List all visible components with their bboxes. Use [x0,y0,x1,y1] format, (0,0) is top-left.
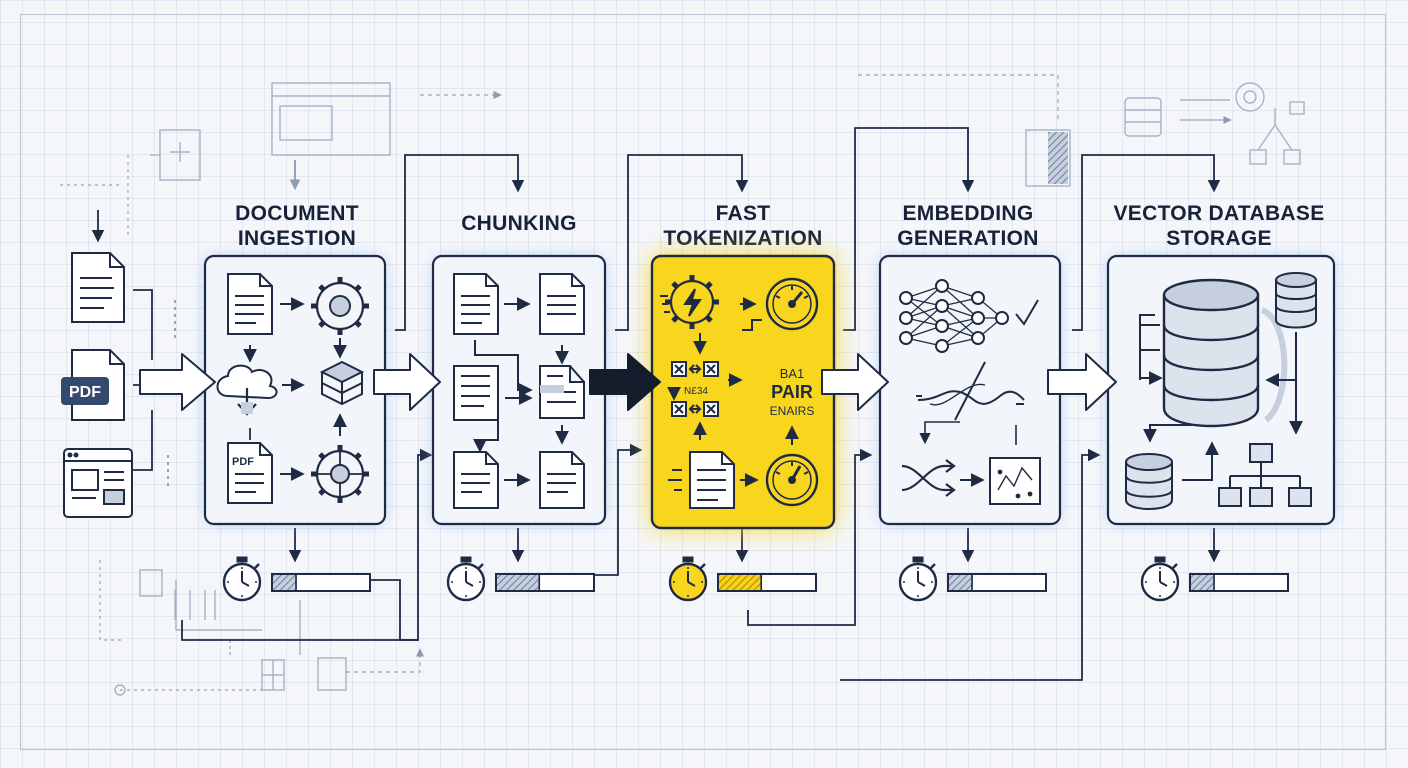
progress-fill [1191,575,1215,590]
progress-fill [497,575,541,590]
timer-icon-embedding [898,556,938,602]
flow-arrow-embedding-to-storage [1047,353,1117,411]
text-block-icon [453,365,499,421]
split-document-icon [539,365,585,419]
timer-icon-chunking [446,556,486,602]
scatter-chart-icon [989,457,1041,505]
flow-arrow-ingestion-to-chunking [373,353,441,411]
progress-fill [719,575,763,590]
ingestion-icons: PDF [216,273,369,504]
small-database-icon [1275,272,1317,329]
stage-arrows [139,353,1117,411]
background-sketches [60,74,1305,696]
vector-database-icon [1162,278,1288,428]
embedding-icons [899,279,1041,505]
progress-bar-tokenization [717,573,817,592]
progress-bar-embedding [947,573,1047,592]
input-documents: PDF [61,252,133,518]
token-grid-icon: N£34 [667,361,719,417]
layers-stack-icon [319,360,365,406]
speed-gauge-icon [765,453,819,507]
local-database-icon [1125,453,1173,510]
storage-icons [1125,272,1317,510]
pdf-document-icon: PDF [61,349,125,421]
diagram-frame [20,14,1386,750]
lightning-gear-icon [665,275,719,329]
pdf-label: PDF [69,384,101,401]
stage-title-chunking: CHUNKING [461,212,577,235]
chunk-output-icon [453,451,499,509]
flow-arrow-tokenization-to-embedding [821,353,889,411]
bpe-label-line3: ENAIRS [770,404,815,418]
pdf-file-icon: PDF [227,442,273,504]
gear-icon [311,277,369,335]
progress-bar-ingestion [271,573,371,592]
neural-network-icon [899,279,1039,353]
stage-timers [222,556,1180,602]
chunking-icons [453,273,585,509]
timer-icon-ingestion [222,556,262,602]
timer-icon-storage [1140,556,1180,602]
fast-document-icon [668,451,735,509]
stage-progress-bars [271,573,1289,592]
flow-connectors [91,127,1221,681]
document-icon [227,273,273,335]
cloud-download-icon [216,364,278,416]
timer-icon-tokenization [668,556,708,602]
progress-fill [273,575,297,590]
token-code-label: N£34 [684,386,708,397]
bpe-label-line2: PAIR [771,382,813,402]
vector-wave-icon [916,361,1025,421]
webpage-icon [63,448,133,518]
shuffle-icon [901,459,956,497]
hierarchy-tree-icon [1218,443,1312,507]
flow-arrow-input-to-ingestion [139,353,216,411]
tokenization-icons: N£34 BA1 PAIR ENAIRS [660,275,819,509]
cog-wheel-icon [311,445,369,503]
chunk-document-icon [539,273,585,335]
text-document-icon [71,252,125,323]
bpe-label-line1: BA1 [780,366,805,381]
progress-bar-chunking [495,573,595,592]
progress-fill [949,575,973,590]
chunk-output-icon-2 [539,451,585,509]
inner-pdf-label: PDF [232,456,254,468]
flow-arrow-chunking-to-tokenization [589,353,661,411]
speedometer-icon [765,277,819,331]
source-document-icon [453,273,499,335]
progress-bar-storage [1189,573,1289,592]
